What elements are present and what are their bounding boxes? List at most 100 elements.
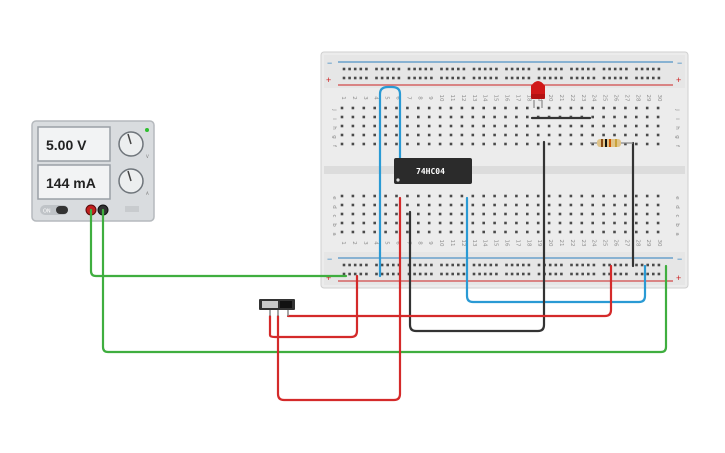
wire-blue-rail-to-chip[interactable] bbox=[378, 85, 402, 278]
breadboard-hole[interactable] bbox=[527, 76, 531, 80]
breadboard-hole[interactable] bbox=[359, 67, 363, 71]
breadboard-hole[interactable] bbox=[359, 263, 363, 267]
breadboard-hole[interactable] bbox=[591, 115, 594, 119]
breadboard-hole[interactable] bbox=[646, 263, 649, 267]
breadboard-hole[interactable] bbox=[417, 194, 420, 198]
wires[interactable] bbox=[89, 85, 668, 402]
breadboard-hole[interactable] bbox=[645, 221, 649, 225]
breadboard-hole[interactable] bbox=[457, 263, 460, 267]
breadboard-hole[interactable] bbox=[526, 106, 529, 110]
breadboard-hole[interactable] bbox=[536, 142, 540, 146]
breadboard-hole[interactable] bbox=[645, 142, 649, 146]
breadboard-hole[interactable] bbox=[451, 272, 454, 276]
breadboard-hole[interactable] bbox=[560, 67, 563, 71]
breadboard-hole[interactable] bbox=[451, 263, 454, 267]
breadboard-hole[interactable] bbox=[413, 272, 416, 276]
breadboard-hole[interactable] bbox=[438, 212, 442, 216]
breadboard-hole[interactable] bbox=[348, 272, 351, 276]
breadboard-hole[interactable] bbox=[587, 272, 590, 276]
breadboard-hole[interactable] bbox=[515, 194, 518, 198]
breadboard-hole[interactable] bbox=[417, 212, 420, 216]
breadboard-hole[interactable] bbox=[362, 106, 366, 110]
breadboard-hole[interactable] bbox=[406, 194, 409, 198]
breadboard-hole[interactable] bbox=[462, 67, 466, 71]
breadboard-hole[interactable] bbox=[445, 76, 449, 80]
breadboard-hole[interactable] bbox=[515, 221, 518, 225]
breadboard-hole[interactable] bbox=[365, 76, 368, 80]
breadboard-hole[interactable] bbox=[395, 230, 398, 234]
breadboard-hole[interactable] bbox=[536, 221, 540, 225]
breadboard-hole[interactable] bbox=[624, 230, 627, 234]
breadboard-hole[interactable] bbox=[362, 124, 366, 128]
breadboard-hole[interactable] bbox=[495, 76, 498, 80]
breadboard-hole[interactable] bbox=[504, 203, 507, 207]
breadboard[interactable]: − + − + − + − + 112233445566778899101011… bbox=[320, 51, 689, 289]
breadboard-hole[interactable] bbox=[591, 124, 594, 128]
breadboard-hole[interactable] bbox=[625, 263, 628, 267]
breadboard-hole[interactable] bbox=[483, 263, 487, 267]
breadboard-hole[interactable] bbox=[340, 124, 344, 128]
breadboard-hole[interactable] bbox=[624, 212, 627, 216]
breadboard-hole[interactable] bbox=[418, 263, 422, 267]
breadboard-hole[interactable] bbox=[635, 76, 638, 80]
breadboard-hole[interactable] bbox=[656, 194, 660, 198]
breadboard-hole[interactable] bbox=[460, 203, 464, 207]
breadboard-hole[interactable] bbox=[353, 263, 357, 267]
breadboard-hole[interactable] bbox=[527, 67, 531, 71]
breadboard-hole[interactable] bbox=[340, 212, 344, 216]
breadboard-hole[interactable] bbox=[602, 106, 605, 110]
breadboard-hole[interactable] bbox=[449, 133, 453, 137]
breadboard-hole[interactable] bbox=[591, 230, 594, 234]
breadboard-hole[interactable] bbox=[558, 230, 562, 234]
breadboard-hole[interactable] bbox=[537, 272, 541, 276]
breadboard-hole[interactable] bbox=[417, 230, 420, 234]
breadboard-hole[interactable] bbox=[348, 263, 351, 267]
breadboard-hole[interactable] bbox=[427, 203, 431, 207]
breadboard-hole[interactable] bbox=[427, 124, 431, 128]
wire-red-switch-to-chip[interactable] bbox=[276, 196, 402, 402]
breadboard-hole[interactable] bbox=[602, 67, 606, 71]
breadboard-hole[interactable] bbox=[351, 212, 355, 216]
breadboard-hole[interactable] bbox=[362, 115, 366, 119]
breadboard-hole[interactable] bbox=[493, 106, 496, 110]
breadboard-hole[interactable] bbox=[424, 76, 428, 80]
breadboard-hole[interactable] bbox=[440, 67, 443, 71]
breadboard-hole[interactable] bbox=[656, 212, 660, 216]
breadboard-hole[interactable] bbox=[657, 272, 661, 276]
breadboard-hole[interactable] bbox=[478, 272, 481, 276]
breadboard-hole[interactable] bbox=[397, 76, 401, 80]
breadboard-hole[interactable] bbox=[373, 106, 376, 110]
breadboard-hole[interactable] bbox=[438, 115, 442, 119]
breadboard-hole[interactable] bbox=[526, 194, 529, 198]
breadboard-hole[interactable] bbox=[438, 203, 442, 207]
breadboard-hole[interactable] bbox=[342, 263, 346, 267]
breadboard-hole[interactable] bbox=[395, 212, 398, 216]
breadboard-hole[interactable] bbox=[581, 263, 584, 267]
breadboard-hole[interactable] bbox=[635, 106, 638, 110]
breadboard-hole[interactable] bbox=[427, 115, 431, 119]
breadboard-hole[interactable] bbox=[395, 115, 398, 119]
breadboard-hole[interactable] bbox=[516, 76, 519, 80]
breadboard-hole[interactable] bbox=[515, 133, 518, 137]
breadboard-hole[interactable] bbox=[504, 115, 507, 119]
breadboard-hole[interactable] bbox=[624, 194, 627, 198]
breadboard-hole[interactable] bbox=[375, 67, 378, 71]
breadboard-hole[interactable] bbox=[624, 106, 627, 110]
breadboard-hole[interactable] bbox=[580, 212, 584, 216]
breadboard-hole[interactable] bbox=[516, 263, 519, 267]
breadboard-hole[interactable] bbox=[493, 194, 496, 198]
breadboard-hole[interactable] bbox=[602, 133, 605, 137]
breadboard-hole[interactable] bbox=[406, 203, 409, 207]
breadboard-hole[interactable] bbox=[449, 124, 453, 128]
breadboard-hole[interactable] bbox=[462, 263, 466, 267]
breadboard-hole[interactable] bbox=[362, 230, 366, 234]
breadboard-hole[interactable] bbox=[558, 124, 562, 128]
breadboard-hole[interactable] bbox=[548, 263, 552, 267]
breadboard-hole[interactable] bbox=[656, 115, 660, 119]
breadboard-hole[interactable] bbox=[645, 230, 649, 234]
breadboard-hole[interactable] bbox=[569, 212, 573, 216]
resistor[interactable] bbox=[590, 139, 633, 147]
breadboard-hole[interactable] bbox=[635, 115, 638, 119]
breadboard-hole[interactable] bbox=[570, 76, 573, 80]
breadboard-hole[interactable] bbox=[657, 76, 661, 80]
